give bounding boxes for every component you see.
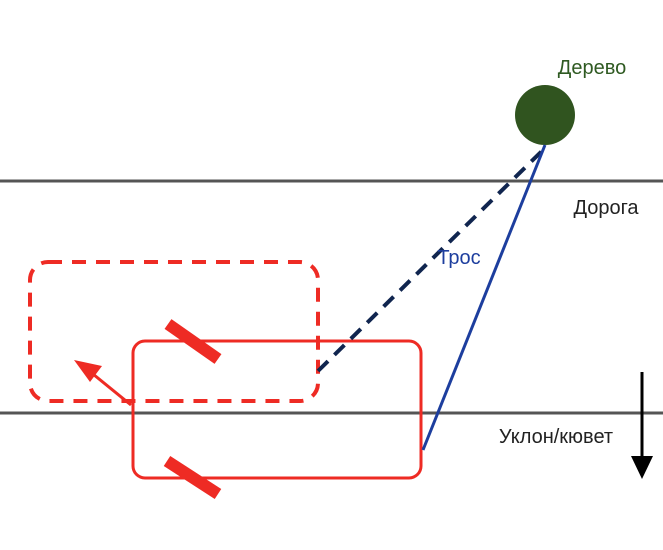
- rope-solid: [421, 144, 547, 451]
- car-current-outline: [131, 339, 423, 480]
- road-label: Дорога: [573, 197, 639, 219]
- car-wheel-bottom: [163, 455, 222, 500]
- car-movement-arrow: [87, 368, 132, 407]
- tree-icon: [515, 85, 575, 145]
- tree-label: Дерево: [558, 57, 626, 79]
- car-target-outline: [28, 260, 320, 403]
- car-movement-arrowhead: [74, 360, 102, 382]
- rope-label: Трос: [437, 247, 480, 269]
- slope-label: Уклон/кювет: [499, 426, 613, 448]
- rope-dashed: [316, 146, 547, 373]
- arrow-down-icon: [631, 456, 653, 479]
- car-wheel-top: [164, 319, 222, 364]
